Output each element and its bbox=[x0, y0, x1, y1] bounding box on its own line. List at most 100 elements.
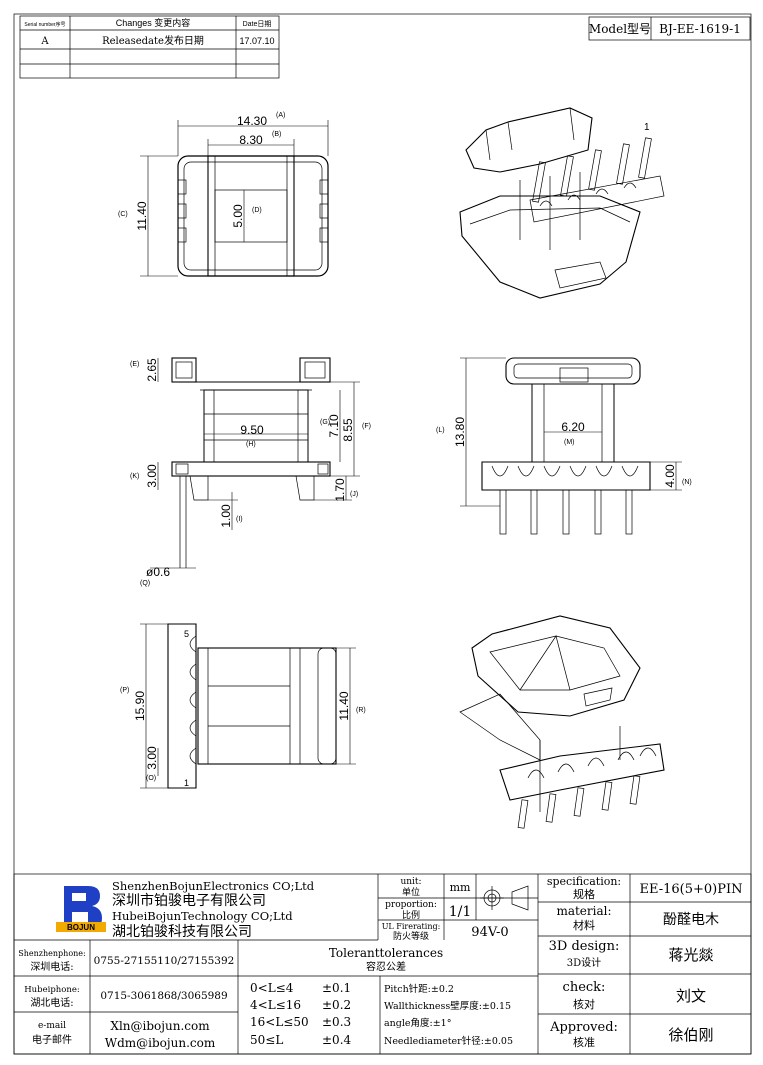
hb-phone-label-en: Hubeiphone: bbox=[24, 985, 79, 995]
dim-r: 11.40 bbox=[337, 691, 351, 720]
tol-range-4: 50≤L bbox=[250, 1033, 283, 1047]
dim-k-tag: (K) bbox=[130, 473, 139, 480]
ul-label-en: UL Firerating: bbox=[382, 922, 441, 931]
dim-c: 11.40 bbox=[135, 201, 149, 230]
ul-value: 94V-0 bbox=[471, 925, 508, 940]
material-label-cn: 材料 bbox=[573, 918, 595, 932]
material-value: 酚醛电木 bbox=[663, 912, 719, 928]
dim-l-tag: (L) bbox=[436, 427, 445, 434]
rev-row1-date: 17.07.10 bbox=[239, 36, 274, 46]
dim-j-tag: (J) bbox=[350, 491, 358, 498]
projection-symbol-icon bbox=[480, 885, 529, 911]
spec-label-cn: 规格 bbox=[573, 887, 595, 901]
dim-r-tag: (R) bbox=[356, 707, 366, 714]
tol-range-2: 4<L≤16 bbox=[250, 998, 301, 1012]
tol-value-2: ±0.2 bbox=[322, 998, 351, 1012]
bottom-view: 5 1 15.90 (P) 11.40 (R) 3.00 (O) bbox=[120, 623, 366, 789]
hb-phone-value: 0715-3061868/3065989 bbox=[100, 990, 227, 1002]
spec-label-en: specification: bbox=[547, 875, 621, 888]
model-value: BJ-EE-1619-1 bbox=[659, 22, 741, 36]
dim-a-tag: (A) bbox=[276, 112, 285, 119]
proportion-label-cn: 比例 bbox=[402, 909, 420, 921]
dim-f: 8.55 bbox=[341, 418, 355, 442]
company-cn-1: 深圳市铂骏电子有限公司 bbox=[112, 892, 266, 909]
bojun-logo: BOJUN bbox=[56, 886, 106, 932]
rev-row1-serial: A bbox=[40, 36, 49, 47]
dim-q: ø0.6 bbox=[146, 565, 170, 579]
dim-j: 1.70 bbox=[333, 478, 347, 502]
dim-b: 8.30 bbox=[239, 133, 263, 147]
sz-phone-label-en: Shenzhenphone: bbox=[18, 949, 85, 958]
approved-value: 徐伯刚 bbox=[668, 1026, 713, 1044]
title-block: BOJUN ShenzhenBojunElectronics CO;Ltd 深圳… bbox=[13, 873, 752, 1055]
hb-phone-label-cn: 湖北电话: bbox=[30, 996, 73, 1009]
approved-label-en: Approved: bbox=[549, 1020, 618, 1035]
dim-n: 4.00 bbox=[663, 464, 677, 488]
dim-d: 5.00 bbox=[231, 204, 245, 228]
email-label-cn: 电子邮件 bbox=[32, 1033, 72, 1046]
check-label-en: check: bbox=[563, 980, 606, 995]
proportion-label-en: proportion: bbox=[385, 900, 437, 910]
dim-m-tag: (M) bbox=[564, 439, 575, 446]
dim-f-tag: (F) bbox=[362, 423, 371, 430]
proportion-value: 1/1 bbox=[449, 904, 472, 920]
unit-label-cn: 单位 bbox=[402, 886, 420, 898]
dim-b-tag: (B) bbox=[272, 131, 281, 138]
dim-d-tag: (D) bbox=[252, 207, 262, 214]
iso-view-bottom bbox=[459, 615, 665, 829]
front-view: 2.65 (E) 8.55 (F) 7.10 (G) 9.50 (H) 3.00… bbox=[130, 357, 371, 587]
design-value: 蒋光燚 bbox=[668, 946, 713, 964]
dim-g-tag: (G) bbox=[320, 419, 330, 426]
tol-note-needle: Needlediameter针径:±0.05 bbox=[384, 1035, 513, 1047]
tol-value-1: ±0.1 bbox=[322, 981, 351, 995]
tolerance-title-en: Toleranttolerances bbox=[329, 946, 443, 960]
tol-note-angle: angle角度:±1° bbox=[384, 1017, 451, 1029]
ul-label-cn: 防火等级 bbox=[393, 930, 429, 942]
top-view: 14.30 (A) 8.30 (B) 11.40 (C) 5.00 (D) bbox=[118, 112, 329, 277]
tol-range-3: 16<L≤50 bbox=[250, 1015, 309, 1029]
rev-header-date: Date日期 bbox=[243, 20, 272, 28]
design-label-en: 3D design: bbox=[549, 939, 620, 954]
model-label: Model型号 bbox=[589, 22, 651, 36]
material-label-en: material: bbox=[556, 904, 611, 918]
tol-note-pitch: Pitch针距:±0.2 bbox=[384, 983, 454, 995]
dim-p-tag: (P) bbox=[120, 687, 129, 694]
approved-label-cn: 核准 bbox=[573, 1035, 595, 1049]
model-box: Model型号 BJ-EE-1619-1 bbox=[588, 16, 751, 41]
side-view: 13.80 (L) 6.20 (M) 4.00 (N) bbox=[436, 357, 692, 535]
dim-g: 7.10 bbox=[327, 414, 341, 438]
logo-text: BOJUN bbox=[67, 923, 95, 932]
tol-range-1: 0<L≤4 bbox=[250, 981, 294, 995]
dim-n-tag: (N) bbox=[682, 479, 692, 486]
design-label-cn: 3D设计 bbox=[567, 956, 601, 969]
email-1: Xln@ibojun.com bbox=[110, 1019, 210, 1033]
iso-view-top: 1 bbox=[459, 107, 665, 299]
rev-header-changes: Changes 变更内容 bbox=[116, 17, 191, 28]
dim-e: 2.65 bbox=[145, 358, 159, 382]
unit-label-en: unit: bbox=[400, 877, 421, 887]
dim-i-tag: (I) bbox=[236, 516, 243, 523]
unit-value: mm bbox=[450, 881, 471, 894]
dim-e-tag: (E) bbox=[130, 361, 139, 368]
dim-p: 15.90 bbox=[133, 691, 147, 721]
sz-phone-value: 0755-27155110/27155392 bbox=[94, 955, 235, 967]
company-en-2: HubeiBojunTechnology CO;Ltd bbox=[112, 909, 293, 923]
company-en-1: ShenzhenBojunElectronics CO;Ltd bbox=[112, 879, 315, 893]
tol-value-4: ±0.4 bbox=[322, 1033, 352, 1047]
dim-q-tag: (Q) bbox=[140, 580, 150, 587]
dim-h-tag: (H) bbox=[246, 441, 256, 448]
dim-c-tag: (C) bbox=[118, 211, 128, 218]
dim-k: 3.00 bbox=[145, 464, 159, 488]
dim-h: 9.50 bbox=[240, 423, 264, 437]
dim-m: 6.20 bbox=[561, 420, 585, 434]
dim-a: 14.30 bbox=[237, 114, 267, 128]
rev-header-serial: Serial number序号 bbox=[24, 21, 65, 28]
dim-o: 3.00 bbox=[145, 746, 159, 770]
tol-value-3: ±0.3 bbox=[322, 1015, 351, 1029]
spec-value: EE-16(5+0)PIN bbox=[640, 882, 743, 897]
dim-l: 13.80 bbox=[453, 417, 467, 447]
company-cn-2: 湖北铂骏科技有限公司 bbox=[112, 924, 252, 940]
check-label-cn: 核对 bbox=[573, 997, 595, 1011]
bottom-pin-bottom: 1 bbox=[184, 778, 189, 788]
